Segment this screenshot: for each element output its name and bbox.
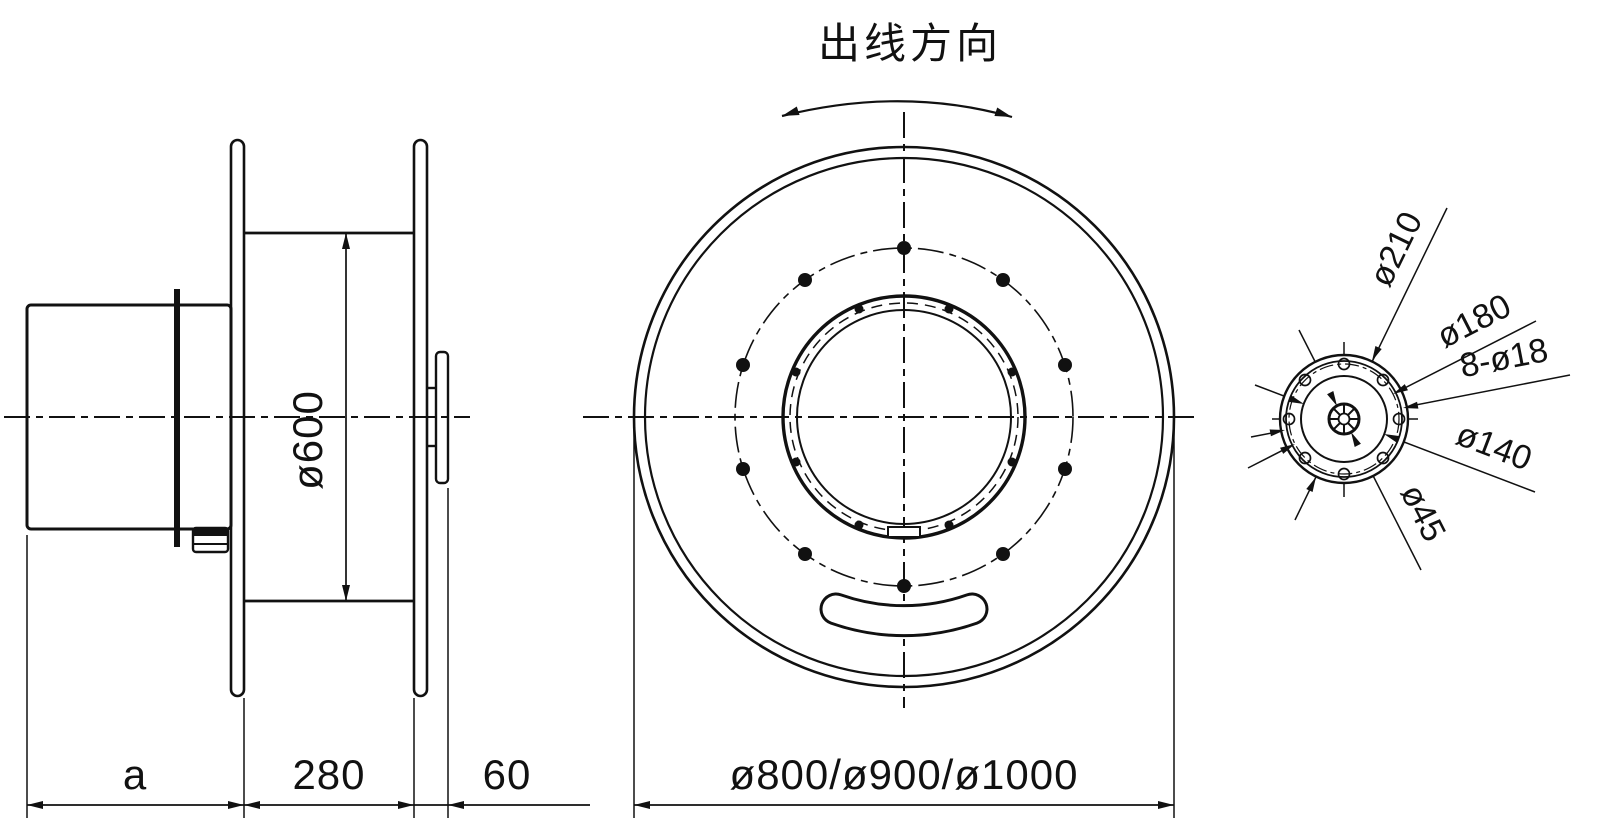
terminal-box — [191, 526, 230, 554]
hub-offset-label: 60 — [483, 751, 532, 798]
detail-flange-od-label: ø210 — [1362, 206, 1430, 292]
detail-flange-od-circle — [1278, 353, 1410, 485]
detail-bolt-circle — [1288, 363, 1400, 475]
drum-inner-circle — [796, 309, 1012, 525]
detail-spigot-circle — [1300, 375, 1388, 463]
detail-bore-hub — [1327, 402, 1361, 436]
dim-flange-diameter: ø800/ø900/ø1000 — [633, 419, 1175, 818]
body-length-label: a — [123, 751, 147, 798]
hub-flange-detail: ø210 ø180 8-ø18 ø140 ø45 — [1247, 206, 1571, 571]
flange-diameter-label: ø800/ø900/ø1000 — [730, 751, 1079, 798]
spool-flange-right — [412, 138, 429, 698]
drum-bolts — [791, 304, 1017, 530]
drum-diameter-label: ø600 — [284, 390, 331, 490]
detail-bore-label: ø45 — [1393, 478, 1453, 547]
tie-rod-bolt-circle — [734, 247, 1074, 587]
flange-outer-circle — [632, 145, 1176, 689]
handle-slot — [819, 592, 989, 638]
hub-flange — [434, 350, 450, 485]
side-view: ø600 a 280 60 — [4, 138, 590, 818]
dim-drum-diameter: ø600 — [284, 233, 350, 601]
flange-inner-rim-circle — [643, 156, 1165, 678]
side-extension-lines — [26, 488, 449, 818]
front-view: 出线方向 — [583, 20, 1196, 818]
side-bottom-dimensions: a 280 60 — [27, 751, 590, 809]
tie-rod-bolts — [736, 241, 1072, 593]
detail-bolt-holes — [1282, 357, 1406, 481]
cable-clamp-tab — [887, 526, 921, 538]
drum-width-label: 280 — [292, 751, 365, 798]
outlet-direction-label: 出线方向 — [818, 20, 1002, 67]
spool-flange-left — [229, 138, 246, 698]
detail-dimension-arrows — [1269, 345, 1419, 493]
drum-hidden-circle — [789, 302, 1019, 532]
outlet-direction-arrow — [781, 100, 1013, 119]
detail-flange-step-circle — [1285, 360, 1403, 478]
detail-spigot-label: ø140 — [1451, 415, 1537, 478]
